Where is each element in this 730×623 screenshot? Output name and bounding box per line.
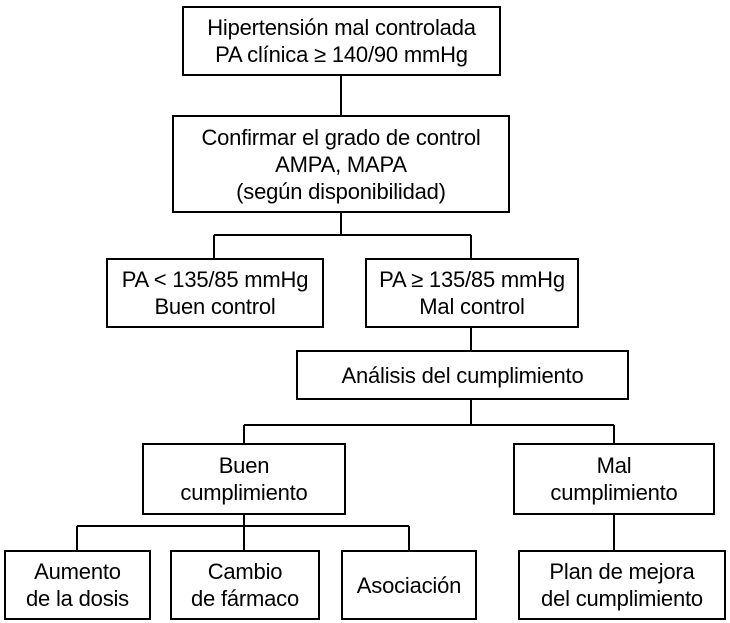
association-box: Asociación [341, 550, 477, 620]
start-line1: Hipertensión mal controlada [207, 15, 476, 40]
bad-adherence-line1: Mal [596, 453, 632, 478]
adherence-plan-box: Plan de mejora del cumplimiento [518, 550, 726, 620]
drug-change-line2: de fármaco [190, 586, 300, 611]
drug-change-line1: Cambio [207, 559, 283, 584]
confirm-line3: (según disponibilidad) [236, 178, 446, 204]
dose-increase-line1: Aumento [34, 559, 121, 584]
adherence-analysis-line1: Análisis del cumplimiento [341, 362, 584, 388]
good-control-line1: PA < 135/85 mmHg [121, 267, 309, 292]
bad-adherence-box: Mal cumplimiento [513, 443, 715, 515]
good-adherence-line2: cumplimiento [180, 480, 308, 505]
start-box: Hipertensión mal controlada PA clínica ≥… [182, 6, 501, 76]
good-control-box: PA < 135/85 mmHg Buen control [106, 258, 324, 328]
adherence-analysis-box: Análisis del cumplimiento [296, 350, 629, 400]
bad-control-line1: PA ≥ 135/85 mmHg [379, 267, 565, 292]
good-adherence-line1: Buen [218, 453, 270, 478]
bad-control-line2: Mal control [419, 294, 525, 319]
good-control-line2: Buen control [154, 294, 276, 319]
drug-change-box: Cambio de fármaco [170, 550, 320, 620]
confirm-line1: Confirmar el grado de control [201, 124, 481, 150]
dose-increase-line2: de la dosis [26, 586, 129, 611]
adherence-plan-line1: Plan de mejora [549, 559, 695, 584]
bad-adherence-line2: cumplimiento [550, 480, 678, 505]
confirm-control-box: Confirmar el grado de control AMPA, MAPA… [172, 115, 510, 213]
dose-increase-box: Aumento de la dosis [4, 550, 151, 620]
good-adherence-box: Buen cumplimiento [142, 443, 346, 515]
bad-control-box: PA ≥ 135/85 mmHg Mal control [365, 258, 579, 328]
start-line2: PA clínica ≥ 140/90 mmHg [215, 42, 468, 67]
association-line1: Asociación [356, 572, 462, 598]
adherence-plan-line2: del cumplimiento [541, 586, 703, 611]
confirm-line2: AMPA, MAPA [275, 151, 407, 177]
